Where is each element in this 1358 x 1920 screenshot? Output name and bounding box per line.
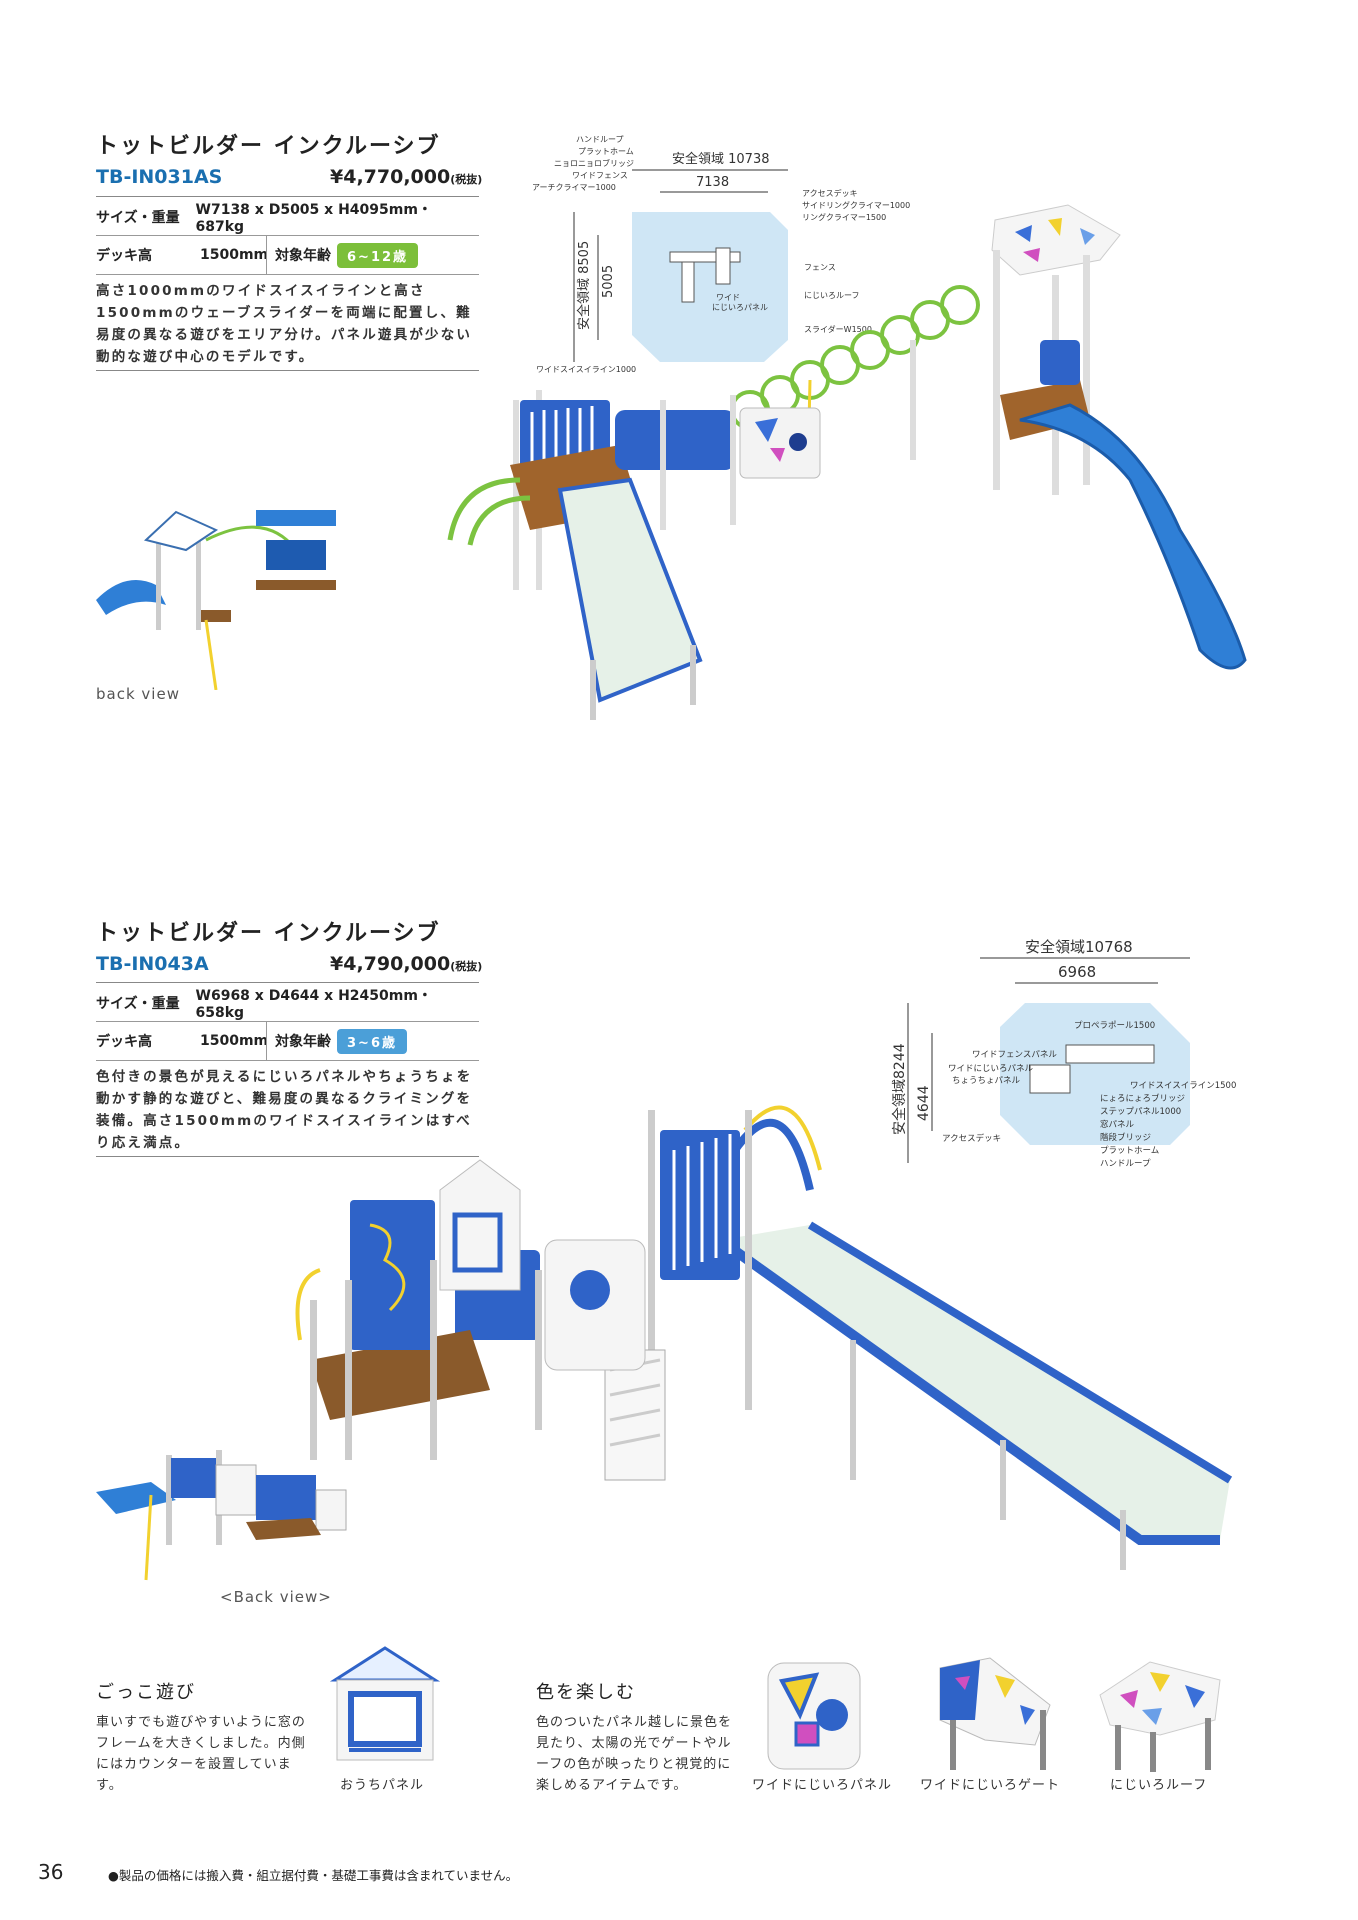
diagram-label: スライダーW1500 <box>804 324 872 334</box>
diagram-label: アーチクライマー1000 <box>532 183 616 192</box>
feature2-item-caption: ワイドにじいろゲート <box>920 1778 1061 1793</box>
footer-note: ●製品の価格には搬入費・組立据付費・基礎工事費は含まれていません。 <box>108 1868 519 1883</box>
plan-slide <box>681 261 695 303</box>
product1-back-view-image <box>96 510 336 690</box>
deck-value: 1500mm <box>200 1033 269 1049</box>
diagram-label: にょろにょろブリッジ <box>1100 1093 1185 1104</box>
feature2-heading: 色を楽しむ <box>536 1682 636 1703</box>
diagram-label: ワイドスイスイライン1000 <box>536 365 636 374</box>
dim-vertical-inner: 4644 <box>916 1085 932 1121</box>
product1-layout-diagram: 安全領域 10738 7138 安全領域 8505 5005 ハンドループ プラ… <box>532 135 910 374</box>
diagram-label: プラットホーム <box>578 147 634 156</box>
diagram-label: 窓パネル <box>1100 1119 1135 1130</box>
product2-layout-diagram: 安全領域10768 6968 安全領域8244 4644 ワイドフェンスパネル … <box>891 938 1236 1169</box>
product2-size-row: サイズ・重量 W6968 x D4644 x H2450mm・658kg <box>96 984 479 1022</box>
product2-main-image <box>295 1105 1233 1570</box>
plan-deck <box>1029 1064 1071 1094</box>
product2-price: ¥4,790,000(税抜) <box>330 953 483 975</box>
divider <box>96 982 479 983</box>
size-label: サイズ・重量 <box>96 995 180 1012</box>
feature2-text: 色のついたパネル越しに景色を見たり、太陽の光でゲートやルーフの色が映ったりと視覚… <box>536 1715 733 1793</box>
rainbow-panel <box>739 407 821 479</box>
diagram-label: ワイドスイスイライン1500 <box>1130 1081 1236 1091</box>
product2-deck-row: デッキ高 1500mm 対象年齢 3~6歳 <box>96 1022 479 1061</box>
size-label: サイズ・重量 <box>96 209 180 226</box>
diagram-label: アクセスデッキ <box>802 188 858 198</box>
product1-description: 高さ1000mmのワイドスイスイラインと高さ1500mmのウェーブスライダーを両… <box>96 283 473 365</box>
age-badge: 6~12歳 <box>337 242 419 268</box>
safety-area-shape <box>632 212 788 362</box>
feature1-item-caption: おうちパネル <box>340 1778 425 1793</box>
wide-rainbow-panel-image <box>767 1662 861 1770</box>
diagram-label: にじいろルーフ <box>804 291 860 300</box>
diagram-label: リングクライマー1500 <box>802 212 886 222</box>
product2-code: TB-IN043A <box>96 953 209 975</box>
diagram-label: フェンス <box>804 263 836 272</box>
diagram-label: ワイドにじいろパネル <box>948 1064 1034 1074</box>
age-label: 対象年齢 <box>266 1022 331 1060</box>
diagram-label: ステップパネル1000 <box>1100 1107 1181 1117</box>
size-value: W6968 x D4644 x H2450mm・658kg <box>195 987 432 1021</box>
diagram-label: サイドリングクライマー1000 <box>802 200 910 210</box>
dim-safety: 安全領域10768 <box>1025 938 1133 956</box>
feature1-text: 車いすでも遊びやすいように窓のフレームを大きくしました。内側にはカウンターを設置… <box>96 1715 306 1793</box>
divider <box>96 1156 479 1157</box>
dim-vertical-outer: 安全領域8244 <box>891 1043 908 1135</box>
product1-main-image <box>447 204 1247 720</box>
butterfly-panel <box>350 1200 435 1350</box>
diagram-label: ハンドループ <box>576 135 624 144</box>
plan-slide <box>715 247 731 285</box>
page-number: 36 <box>38 1860 64 1884</box>
diagram-label: ワイドフェンスパネル <box>972 1050 1057 1060</box>
product1-deck-row: デッキ高 1500mm 対象年齢 6~12歳 <box>96 236 479 275</box>
house-panel-image <box>329 1646 441 1761</box>
diagram-label: ワイドフェンス <box>572 171 628 180</box>
product1-price: ¥4,770,000(税抜) <box>330 166 483 188</box>
deck-label: デッキ高 <box>96 248 152 264</box>
age-badge: 3~6歳 <box>337 1028 407 1054</box>
feature1-heading: ごっこ遊び <box>96 1682 196 1703</box>
size-value: W7138 x D5005 x H4095mm・687kg <box>195 201 432 235</box>
dim-width: 6968 <box>1058 963 1096 981</box>
plan-slide <box>1065 1044 1155 1064</box>
rainbow-roof <box>991 204 1121 276</box>
dim-vertical-inner: 5005 <box>601 265 616 298</box>
product2-description: 色付きの景色が見えるにじいろパネルやちょうちょを動かす静的な遊びと、難易度の異な… <box>96 1069 473 1151</box>
diagram-label: ハンドループ <box>1100 1159 1151 1169</box>
dim-safety: 安全領域 10738 <box>672 151 770 167</box>
plan-deck <box>669 251 741 263</box>
age-label: 対象年齢 <box>266 236 331 274</box>
diagram-label: 階段ブリッジ <box>1100 1132 1151 1143</box>
product1-title: トットビルダー インクルーシブ <box>96 134 441 159</box>
feature2-item-caption: ワイドにじいろパネル <box>752 1778 893 1793</box>
deck-value: 1500mm <box>200 247 269 263</box>
diagram-label: にじいろパネル <box>712 303 768 312</box>
rainbow-roof-image <box>1099 1661 1221 1772</box>
diagram-label: アクセスデッキ <box>942 1133 1001 1144</box>
diagram-label: ニョロニョロブリッジ <box>554 158 634 168</box>
divider <box>96 370 479 371</box>
feature2-item-caption: にじいろルーフ <box>1110 1778 1208 1793</box>
dim-vertical-outer: 安全領域 8505 <box>576 241 592 330</box>
product1-back-caption: back view <box>96 685 180 703</box>
product2-back-view-image <box>96 1450 347 1581</box>
diagram-label: ワイド <box>716 293 740 302</box>
product1-code: TB-IN031AS <box>96 166 223 188</box>
deck-label: デッキ高 <box>96 1034 152 1050</box>
product2-title: トットビルダー インクルーシブ <box>96 921 441 946</box>
divider <box>96 196 479 197</box>
diagram-label: プラットホーム <box>1100 1146 1159 1156</box>
product2-back-caption: <Back view> <box>220 1588 332 1606</box>
safety-area-shape <box>1000 1003 1190 1145</box>
diagram-label: プロペラポール1500 <box>1074 1021 1155 1031</box>
diagram-label: ちょうちょパネル <box>952 1076 1021 1086</box>
product1-size-row: サイズ・重量 W7138 x D5005 x H4095mm・687kg <box>96 198 479 236</box>
dim-width: 7138 <box>696 175 729 190</box>
wide-rainbow-gate-image <box>939 1657 1051 1770</box>
